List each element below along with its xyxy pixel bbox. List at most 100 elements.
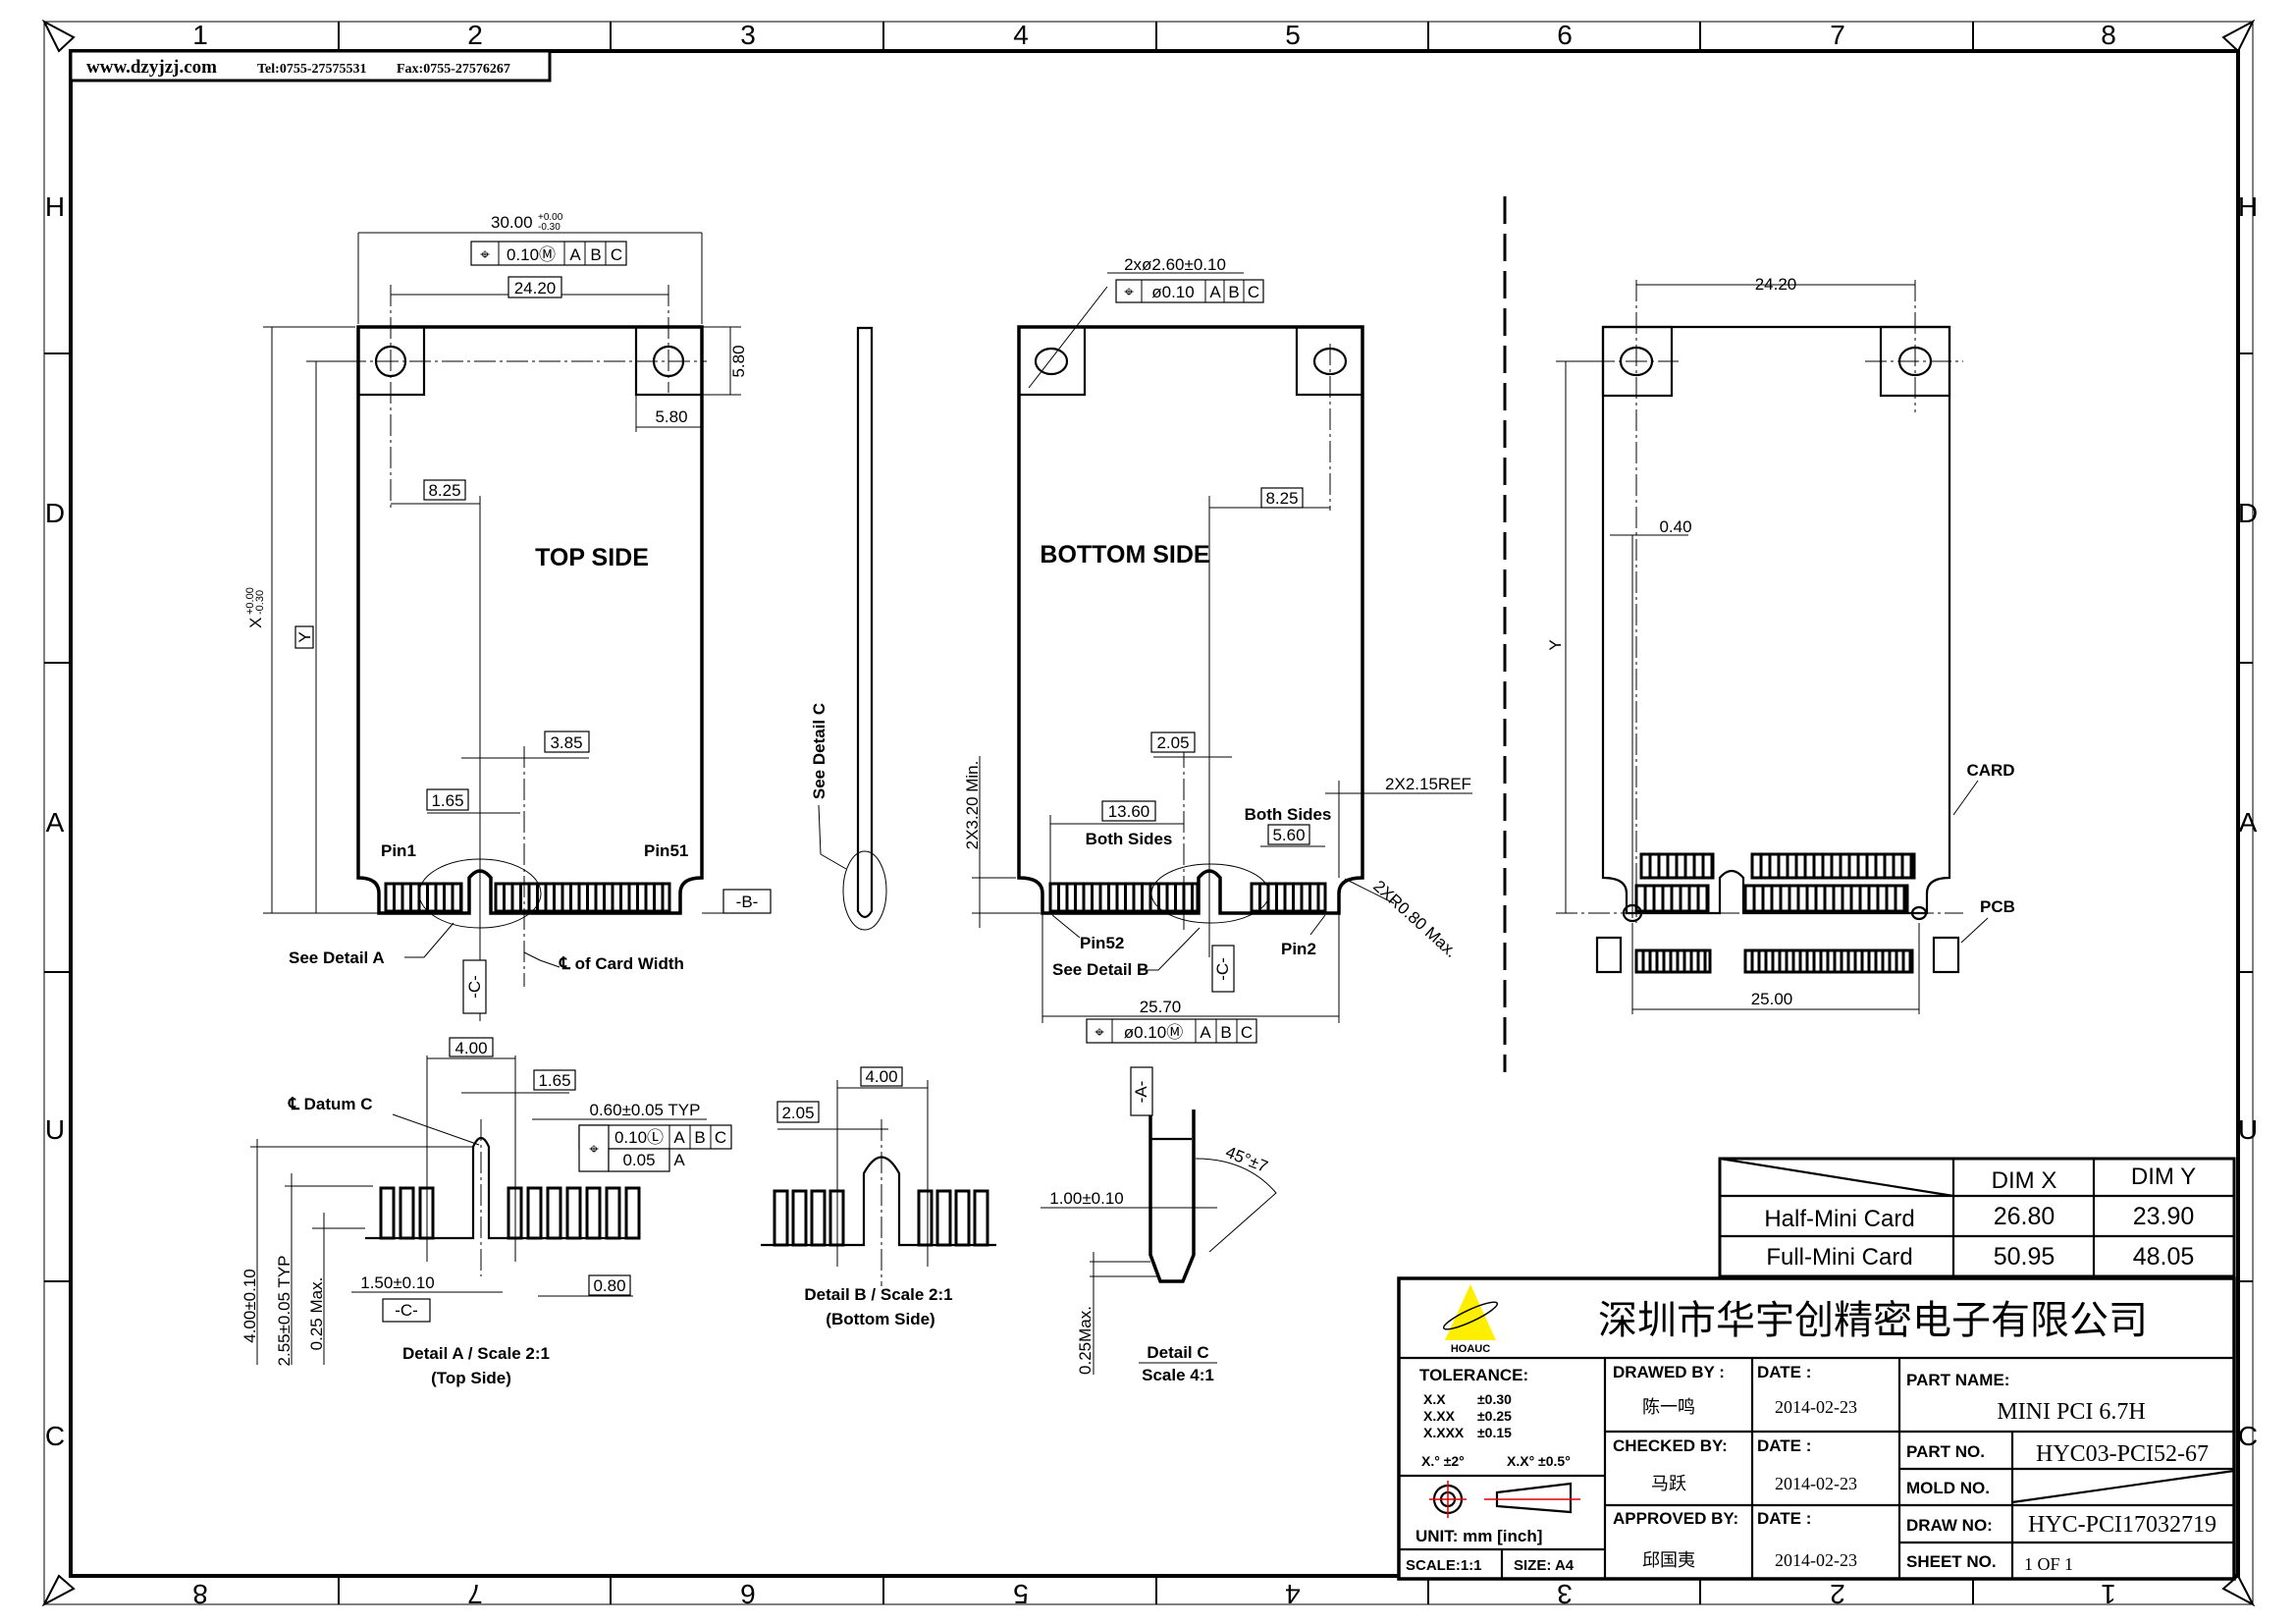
pin51-label: Pin51 <box>644 841 688 860</box>
dim-x-tol-plus: +0.00 <box>244 587 256 615</box>
grid-col-label: 5 <box>1013 1579 1029 1609</box>
tolerance-value: ±0.25 <box>1477 1408 1512 1424</box>
fcf-tolerance: ø0.10Ⓜ <box>1124 1023 1183 1042</box>
contact-pad <box>773 1189 789 1247</box>
row-dim-y: 23.90 <box>2133 1203 2195 1230</box>
grid-col-label: 7 <box>467 1579 483 1609</box>
row-dim-x: 26.80 <box>1994 1203 2056 1230</box>
width-1-50: 1.50±0.10 <box>360 1273 435 1292</box>
website-link[interactable]: www.dzyjzj.com <box>86 57 217 78</box>
grid-col-label: 6 <box>740 1579 756 1609</box>
card-outline <box>1601 325 1951 915</box>
mount-hole <box>1034 347 1069 376</box>
fcf-tolerance-2: 0.05 <box>622 1151 655 1169</box>
row-name: Full-Mini Card <box>1766 1244 1912 1271</box>
grid-col-label: 7 <box>1830 20 1845 50</box>
assembly-view: 24.20 0.40 Y CARD PCB 25.00 <box>1546 275 2015 1014</box>
bottom-side-view: 2xø2.60±0.10 ⌖ ø0.10 A B C 8.25 BOTTOM S… <box>963 255 1472 1044</box>
angle-tolerance: X.° ±2° <box>1421 1453 1465 1469</box>
fcf-datum-a: A <box>1200 1023 1211 1042</box>
part-name-label: PART NAME: <box>1906 1371 2009 1389</box>
grid-col-label: 6 <box>1557 20 1573 50</box>
dim-1-65: 1.65 <box>538 1071 570 1090</box>
dim-length-13-60: 13.60 <box>1108 802 1150 821</box>
pin-group <box>494 882 671 913</box>
approved-by: 邱国夷 <box>1642 1550 1695 1570</box>
detail-b: 4.00 2.05 Detail B / Scale 2:1 (Bottom S… <box>761 1066 996 1328</box>
dim-hole-diameter: 2xø2.60±0.10 <box>1124 255 1226 274</box>
datum-b: -B- <box>736 893 759 911</box>
corner-arrow-icon <box>2221 19 2256 53</box>
view-title-top-side: TOP SIDE <box>535 544 649 571</box>
dim-hole-spacing: 24.20 <box>1755 275 1797 294</box>
contact-pad <box>791 1189 808 1247</box>
fcf-tolerance: 0.10Ⓛ <box>614 1128 664 1147</box>
grid-col-label: 8 <box>2101 20 2116 50</box>
card-edge-profile <box>856 326 874 919</box>
fcf-datum-c: C <box>611 245 622 264</box>
contact-pad <box>526 1186 543 1240</box>
card-outline <box>1017 325 1364 915</box>
dim-offset-2-05: 2.05 <box>1156 733 1189 752</box>
detail-c-scale: Scale 4:1 <box>1142 1366 1214 1384</box>
datum-c: -C- <box>465 975 484 999</box>
contact-pad <box>810 1189 827 1247</box>
contact-pad <box>935 1189 952 1247</box>
contact-pad <box>973 1189 989 1247</box>
mold-no-label: MOLD NO. <box>1906 1479 1990 1497</box>
company-logo: HOAUC <box>1442 1284 1499 1355</box>
grid-col-label: 1 <box>2101 1579 2116 1609</box>
datum-c: -C- <box>1213 957 1232 981</box>
thickness: 1.00±0.10 <box>1049 1189 1124 1208</box>
pin52-label: Pin52 <box>1080 934 1124 952</box>
detail-b-subcaption: (Bottom Side) <box>826 1310 934 1328</box>
contact-pad <box>399 1186 415 1240</box>
tolerance-value: ±0.15 <box>1477 1425 1512 1440</box>
grid-row-label: H <box>2238 191 2258 222</box>
fcf-datum-b: B <box>1228 283 1239 301</box>
grid-row-label: U <box>2238 1114 2258 1145</box>
fcf-frame: ⌖ 0.10Ⓛ A B C 0.05 A <box>578 1124 732 1172</box>
scale-label: SCALE:1:1 <box>1406 1557 1482 1574</box>
height-4-00: 4.00±0.10 <box>240 1269 259 1343</box>
corner-arrow-icon <box>41 1574 76 1607</box>
grid-ticks <box>44 22 2253 1604</box>
first-angle-projection-icon <box>1429 1481 1580 1518</box>
grid-column-labels-bottom: 8 7 6 5 4 3 2 1 <box>192 1579 2116 1609</box>
drawn-by-label: DRAWED BY : <box>1613 1363 1725 1381</box>
grid-row-label: C <box>45 1421 65 1451</box>
fcf-datum-a: A <box>1209 283 1221 301</box>
unit-label: UNIT: mm [inch] <box>1415 1527 1542 1545</box>
view-title-bottom-side: BOTTOM SIDE <box>1040 541 1209 568</box>
tolerance-value: ±0.30 <box>1477 1391 1512 1407</box>
detail-a: 4.00 1.65 ℄ Datum C 0.60±0.05 TYP ⌖ 0.10… <box>240 1037 732 1387</box>
contact-pad <box>954 1189 971 1247</box>
draw-no: HYC-PCI17032719 <box>2028 1512 2216 1538</box>
part-no-label: PART NO. <box>1906 1442 1985 1461</box>
part-no: HYC03-PCI52-67 <box>2036 1441 2209 1467</box>
dim-tab-height: 5.80 <box>729 345 748 377</box>
dim-tab-width: 5.80 <box>655 407 687 426</box>
chamfer-depth: 0.25Max. <box>1076 1306 1095 1375</box>
grid-col-label: 4 <box>1285 1579 1301 1609</box>
grid-row-labels: H D A U C H D A U C <box>45 191 2258 1451</box>
height-0-25: 0.25 Max. <box>307 1277 326 1351</box>
contact-pad <box>546 1186 562 1240</box>
grid-row-label: A <box>46 807 65 838</box>
part-name: MINI PCI 6.7H <box>1997 1399 2145 1425</box>
pin-group <box>1250 882 1327 913</box>
position-icon: ⌖ <box>1124 283 1134 301</box>
dim-2-05: 2.05 <box>781 1104 814 1122</box>
both-sides-label: Both Sides <box>1086 830 1173 848</box>
fcf-frame: ⌖ ø0.10Ⓜ A B C <box>1086 1018 1257 1044</box>
both-sides-label: Both Sides <box>1245 805 1332 824</box>
fcf-datum-a: A <box>569 245 581 264</box>
dim-width-tol-plus: +0.00 <box>538 212 563 223</box>
fax-text: Fax:0755-27576267 <box>397 62 510 77</box>
dim-width: 30.00 <box>491 213 533 232</box>
grid-col-label: 2 <box>1830 1579 1845 1609</box>
width-0-80: 0.80 <box>593 1276 625 1295</box>
contact-pad <box>917 1189 934 1247</box>
see-detail-b-label: See Detail B <box>1052 960 1148 979</box>
